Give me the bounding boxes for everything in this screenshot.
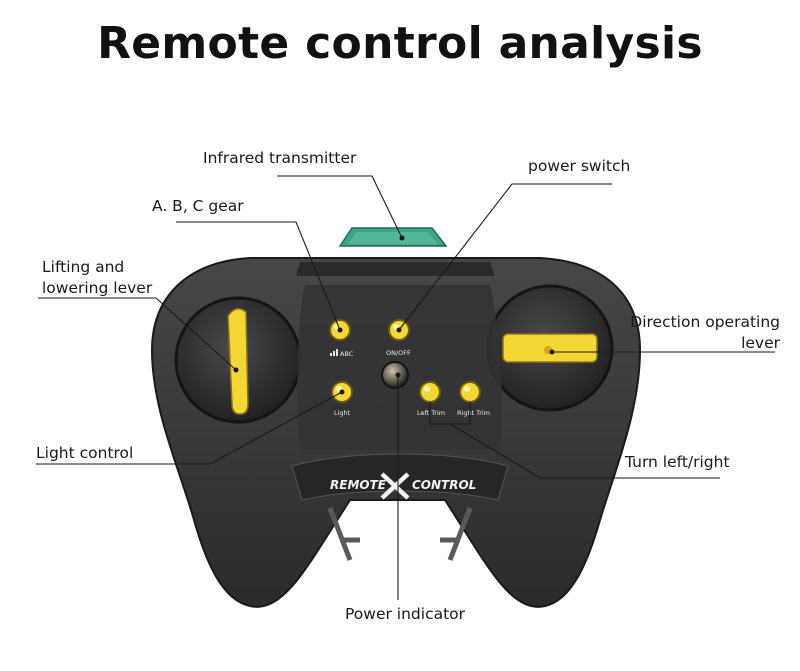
infrared-transmitter-face [348,232,438,244]
right-trim-button[interactable] [459,381,481,403]
remote-control: ABC ON/OFF Light Left Trim Right Trim RE… [150,227,642,608]
logo-band [291,453,509,501]
label-direction-line1: Direction operating [630,313,780,331]
logo-x-mark [380,472,410,500]
label-light-control: Light control [36,444,133,462]
callout-lines [36,175,775,600]
right-trim-button-shine [464,386,470,392]
label-lifting-line2: lowering lever [42,279,153,297]
device-label-onoff: ON/OFF [386,349,411,357]
label-abc-gear: A. B, C gear [152,197,244,215]
label-infrared-transmitter: Infrared transmitter [203,149,357,167]
page-title: Remote control analysis [97,18,703,69]
label-direction-line2: lever [741,334,781,352]
device-label-light: Light [334,409,351,417]
remote-top-ridge [296,262,495,276]
label-power-indicator: Power indicator [345,605,466,623]
lower-stripes [327,507,473,561]
logo-remote: REMOTE [330,478,387,492]
device-label-abc: ABC [340,350,354,358]
label-power-switch: power switch [528,157,630,175]
logo-control: CONTROL [412,478,476,492]
device-label-left-trim: Left Trim [417,409,445,417]
left-trim-button[interactable] [419,381,441,403]
power-indicator-led [381,361,409,389]
label-lifting-line1: Lifting and [42,258,124,276]
abc-signal-icon [330,349,338,356]
device-label-right-trim: Right Trim [457,409,490,417]
lifting-lever [227,308,249,415]
left-trim-button-shine [424,386,430,392]
label-turn-left-right: Turn left/right [624,453,730,471]
